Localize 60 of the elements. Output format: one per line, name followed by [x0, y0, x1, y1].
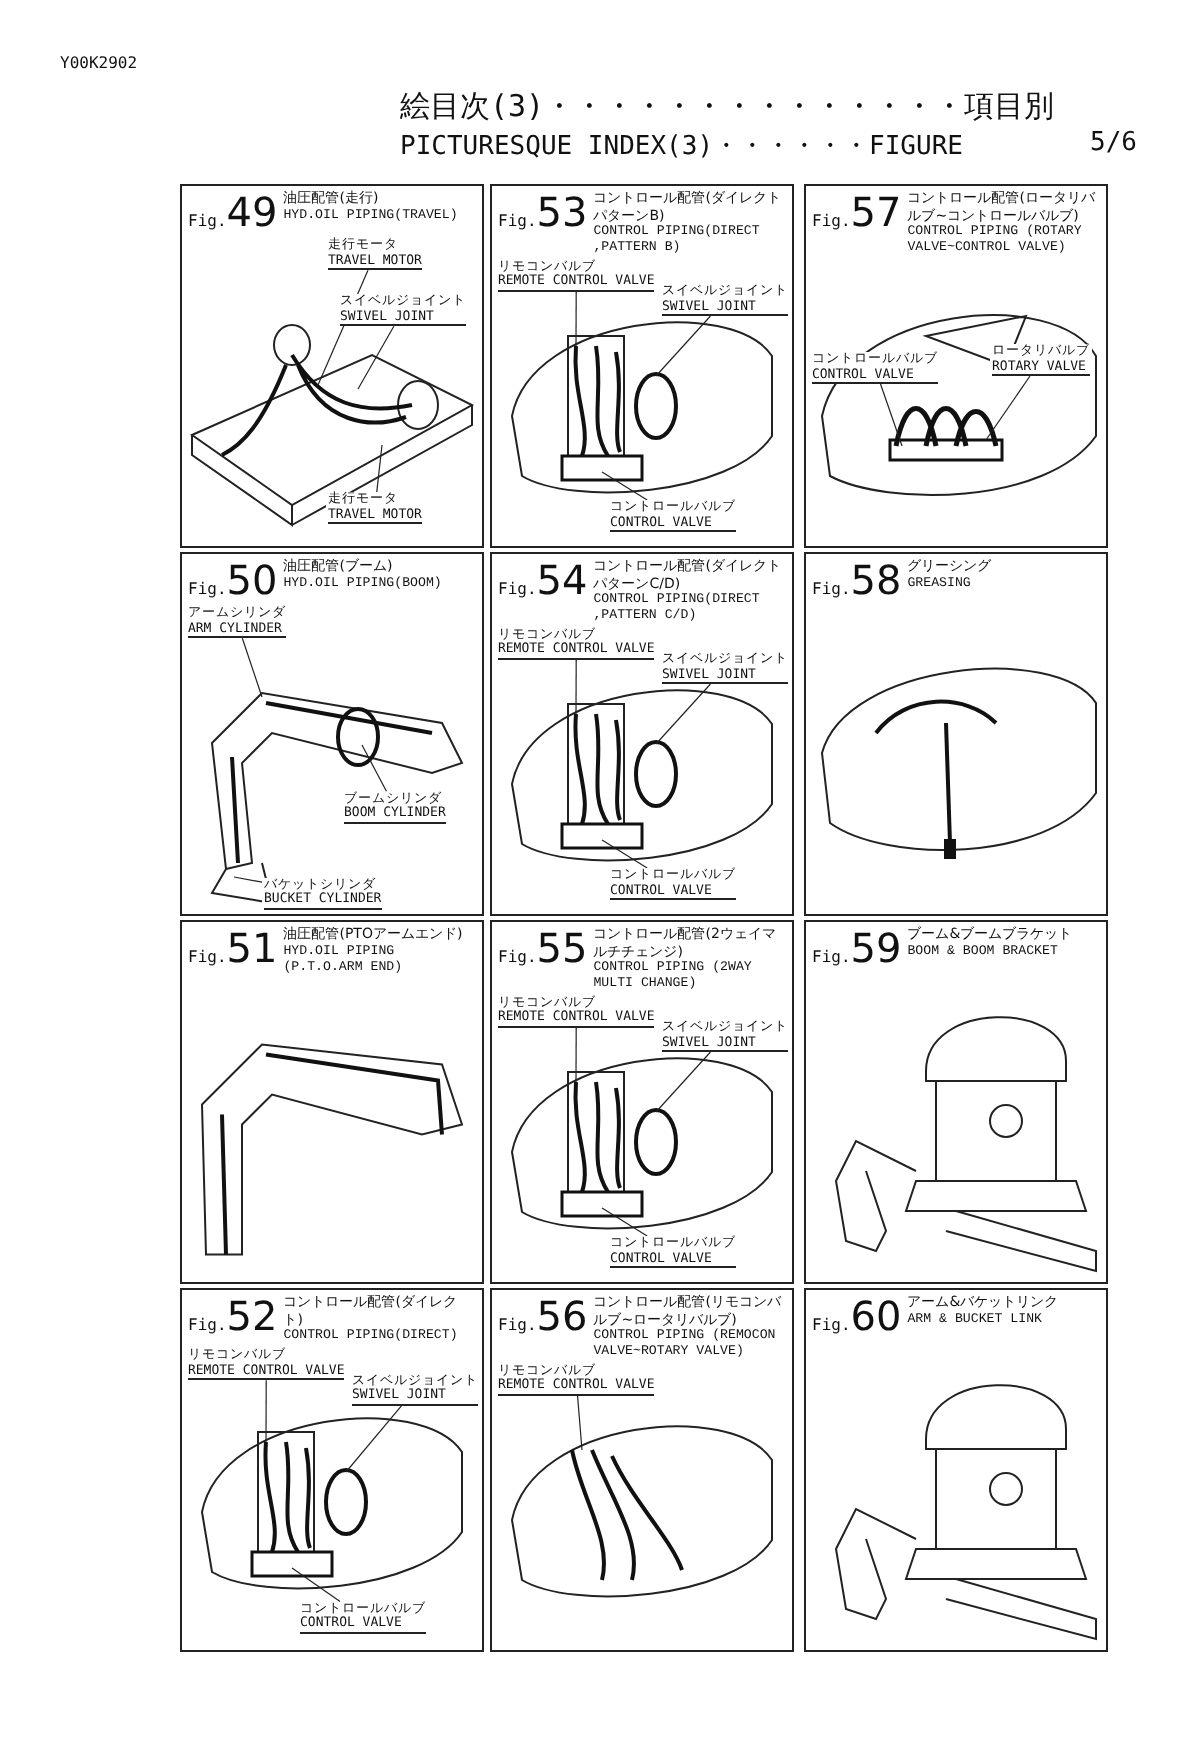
leader-line [655, 315, 712, 377]
figure-panel [490, 552, 794, 916]
figure-number: 53 [536, 190, 588, 234]
leader-line [265, 1379, 267, 1443]
leader-line [576, 1395, 583, 1451]
figure-number: 60 [850, 1294, 902, 1338]
figure-prefix: Fig. [188, 580, 227, 598]
leader-line [601, 1207, 648, 1237]
leader-line [357, 325, 395, 390]
leader-line [233, 876, 263, 883]
figure-prefix: Fig. [498, 212, 537, 230]
figure-number: 57 [850, 190, 902, 234]
leader-line [601, 471, 648, 501]
heading-english: PICTURESQUE INDEX(3)・・・・・・FIGURE [400, 130, 963, 164]
figure-number: 49 [226, 190, 278, 234]
figure-number: 58 [850, 558, 902, 602]
figure-panel [804, 184, 1108, 548]
figure-panel [180, 552, 484, 916]
figure-number: 55 [536, 926, 588, 970]
figure-prefix: Fig. [498, 1316, 537, 1334]
figure-panel [180, 184, 484, 548]
leader-line [575, 1027, 577, 1083]
figure-prefix: Fig. [188, 948, 227, 966]
figure-panel [490, 920, 794, 1284]
figure-prefix: Fig. [812, 580, 851, 598]
heading-japanese: 絵目次(3)・・・・・・・・・・・・・・項目別 [400, 88, 1055, 126]
figure-panel [180, 1288, 484, 1652]
leader-line [241, 637, 263, 698]
figure-panel [180, 920, 484, 1284]
figure-prefix: Fig. [812, 948, 851, 966]
leader-line [655, 683, 712, 745]
document-code: Y00K2902 [60, 54, 138, 72]
figure-number: 50 [226, 558, 278, 602]
figure-number: 56 [536, 1294, 588, 1338]
figure-panel [804, 1288, 1108, 1652]
figure-prefix: Fig. [498, 580, 537, 598]
leader-line [575, 659, 577, 715]
figure-panel [490, 184, 794, 548]
leader-line [655, 1051, 712, 1113]
figure-panel [804, 552, 1108, 916]
figure-panel [490, 1288, 794, 1652]
figure-number: 51 [226, 926, 278, 970]
figure-number: 59 [850, 926, 902, 970]
figure-prefix: Fig. [188, 212, 227, 230]
figure-prefix: Fig. [498, 948, 537, 966]
page-number: 5/6 [1090, 128, 1137, 158]
figure-number: 54 [536, 558, 588, 602]
figure-panel [804, 920, 1108, 1284]
leader-line [879, 383, 903, 447]
leader-line [345, 1404, 403, 1473]
leader-line [985, 375, 1031, 441]
figure-prefix: Fig. [812, 212, 851, 230]
leader-line [601, 839, 648, 869]
figure-prefix: Fig. [188, 1316, 227, 1334]
leader-line [291, 1567, 341, 1603]
leader-line [361, 744, 388, 792]
figure-prefix: Fig. [812, 1316, 851, 1334]
leader-line [376, 444, 383, 493]
leader-line [575, 291, 577, 347]
figure-number: 52 [226, 1294, 278, 1338]
